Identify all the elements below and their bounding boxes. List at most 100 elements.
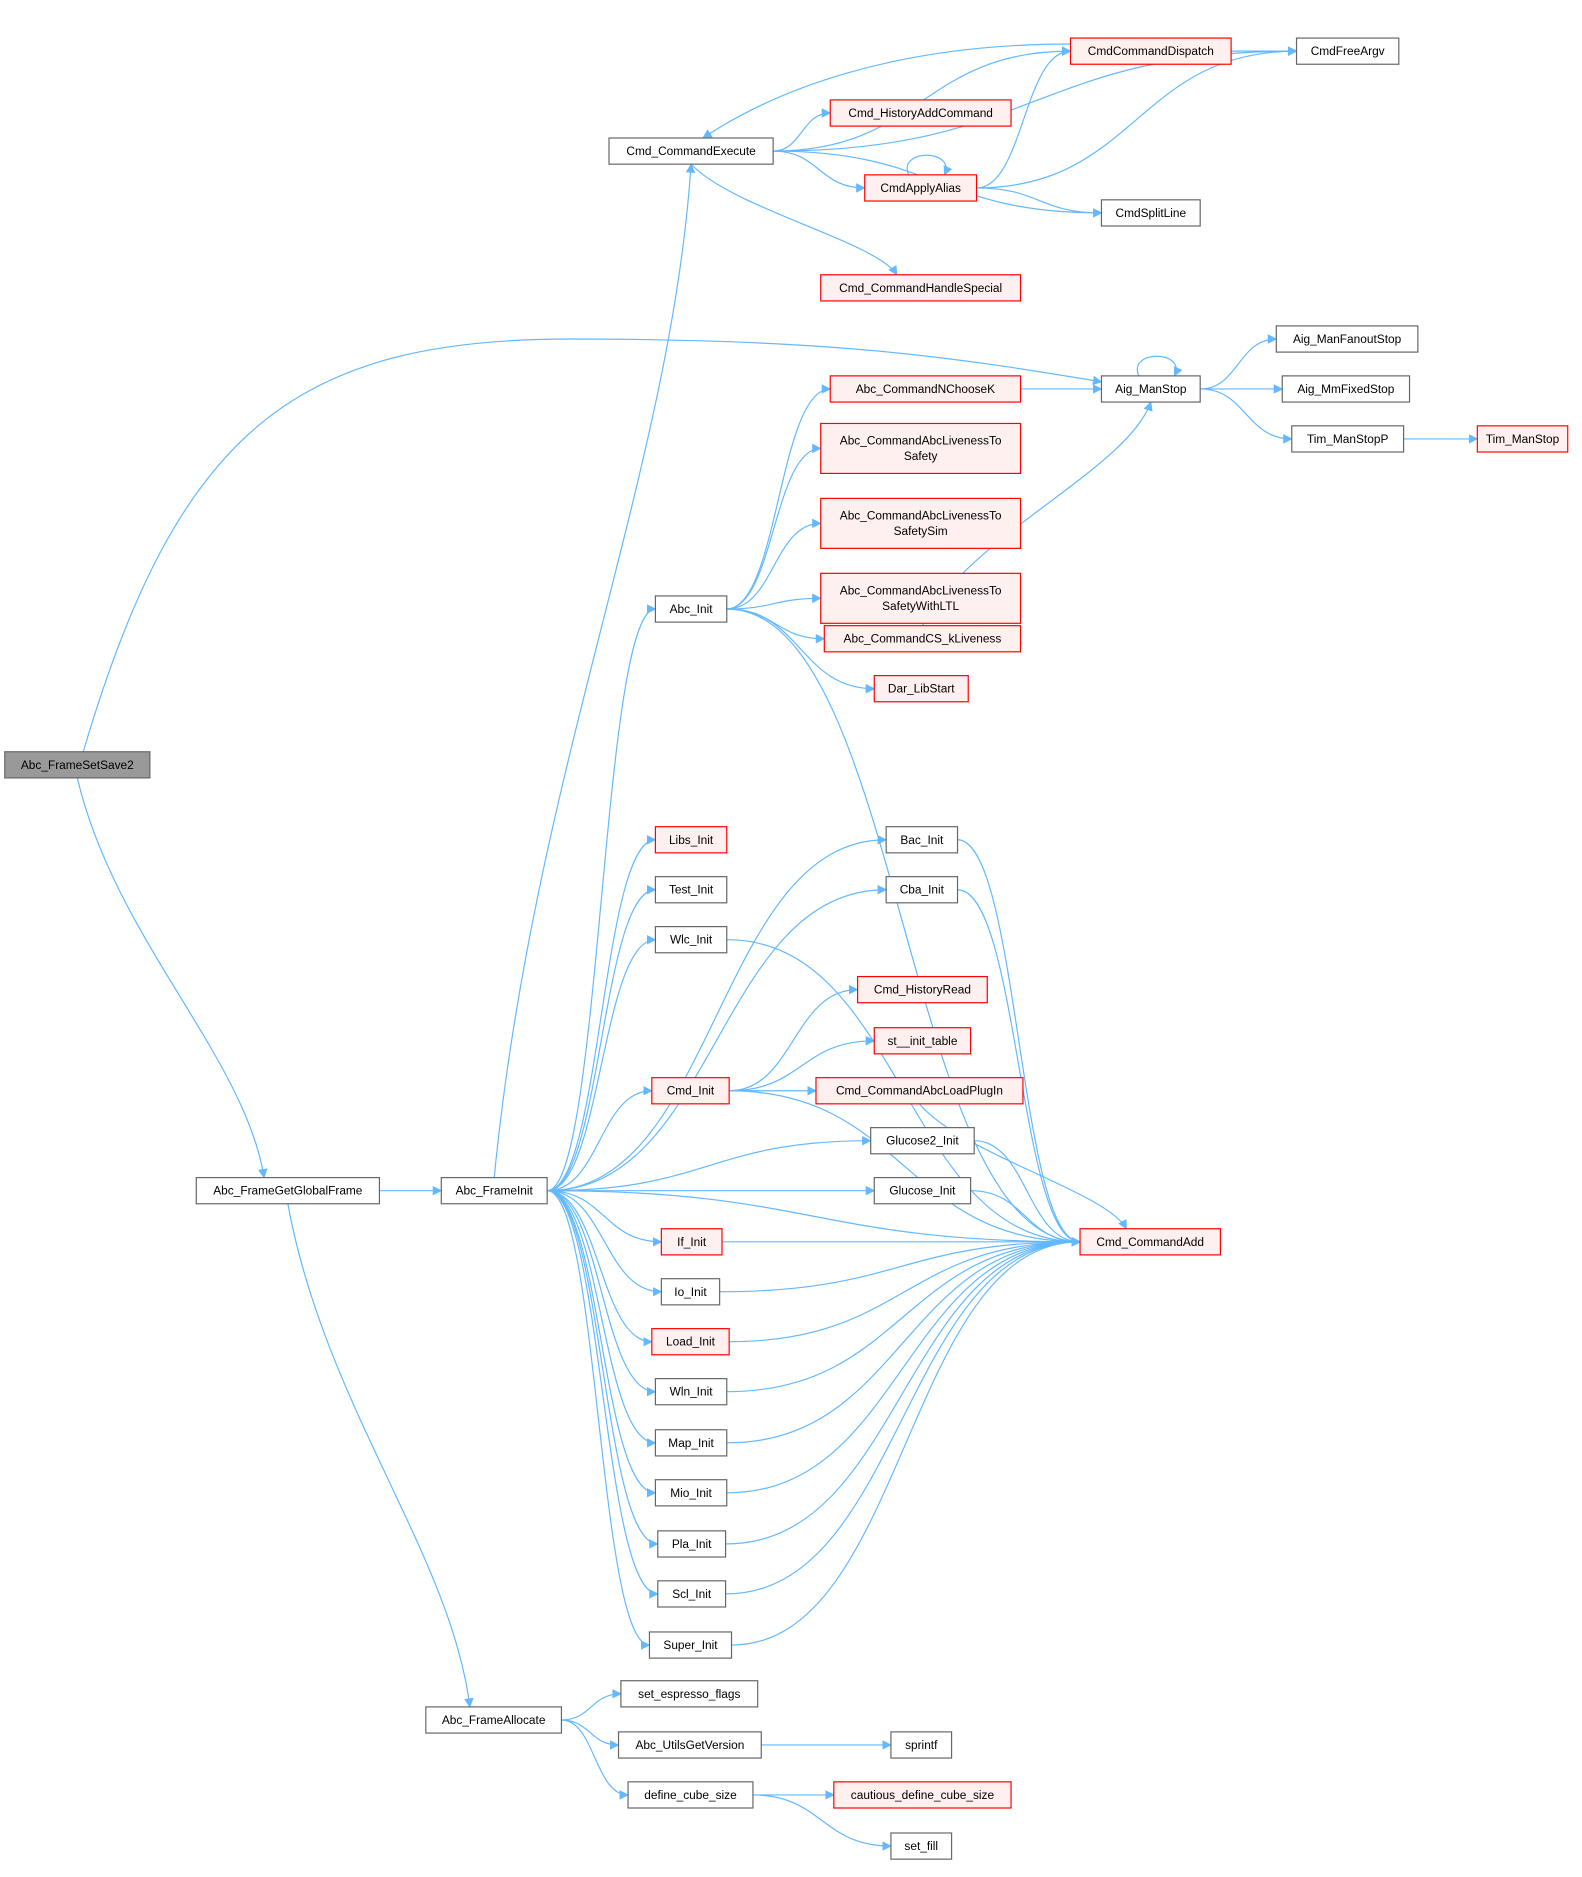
node-load-init[interactable]: Load_Init	[651, 1328, 730, 1356]
node-tim-man-stop[interactable]: Tim_ManStop	[1476, 425, 1569, 453]
edge-cmd-command-execute-to-cmd-command-handle-special	[690, 163, 898, 276]
node-box	[890, 1832, 953, 1860]
edge-cmd-command-dispatch-to-cmd-command-execute	[702, 43, 1071, 139]
node-abc-utils-get-version[interactable]: Abc_UtilsGetVersion	[617, 1731, 762, 1759]
node-box	[425, 1706, 563, 1734]
node-libs-init[interactable]: Libs_Init	[654, 826, 728, 854]
node-pla-init[interactable]: Pla_Init	[657, 1530, 727, 1558]
node-abc-frame-allocate[interactable]: Abc_FrameAllocate	[425, 1706, 563, 1734]
node-glucose-init[interactable]: Glucose_Init	[873, 1176, 972, 1205]
node-label: Dar_LibStart	[888, 682, 955, 696]
node-abc-command-cs-k-liveness[interactable]: Abc_CommandCS_kLiveness	[823, 625, 1022, 653]
node-cba-init[interactable]: Cba_Init	[885, 876, 959, 904]
edge-cmd-command-execute-to-cmd-apply-alias	[773, 150, 866, 193]
node-cmd-apply-alias[interactable]: CmdApplyAlias	[864, 174, 978, 202]
edge-abc-init-to-abc-command-cs-k-liveness	[726, 608, 826, 644]
node-label: Load_Init	[666, 1335, 716, 1349]
node-label: Glucose2_Init	[886, 1134, 959, 1148]
edge-abc-init-to-dar-lib-start	[726, 608, 876, 694]
node-label: SafetySim	[894, 524, 948, 538]
node-cmd-split-line[interactable]: CmdSplitLine	[1100, 199, 1201, 227]
node-if-init[interactable]: If_Init	[660, 1228, 723, 1256]
node-bac-init[interactable]: Bac_Init	[885, 826, 959, 854]
edge-abc-frame-init-to-cmd-command-execute	[493, 163, 696, 1178]
node-cmd-command-dispatch[interactable]: CmdCommandDispatch	[1069, 37, 1232, 65]
edge-abc-init-to-abc-command-nchoose-k	[726, 384, 832, 610]
edge-abc-frame-init-to-test-init	[547, 885, 657, 1192]
node-aig-mm-fixed-stop[interactable]: Aig_MmFixedStop	[1281, 375, 1411, 403]
node-box	[885, 826, 959, 854]
node-sprintf[interactable]: sprintf	[890, 1731, 953, 1759]
node-box	[440, 1176, 548, 1205]
edge-bac-init-to-cmd-command-add	[957, 839, 1081, 1247]
node-label: Super_Init	[663, 1638, 718, 1652]
node-label: Scl_Init	[672, 1587, 712, 1601]
node-box	[660, 1278, 721, 1306]
node-label: CmdApplyAlias	[880, 181, 961, 195]
node-label: Abc_CommandCS_kLiveness	[844, 632, 1002, 646]
node-st-init-table[interactable]: st__init_table	[873, 1027, 972, 1055]
node-box	[654, 926, 728, 954]
edge-abc-frame-init-to-glucose2-init	[547, 1135, 872, 1192]
node-box	[864, 174, 978, 202]
node-aig-man-fanout-stop[interactable]: Aig_ManFanoutStop	[1275, 325, 1419, 353]
node-label: Map_Init	[668, 1436, 714, 1450]
node-glucose2-init[interactable]: Glucose2_Init	[870, 1127, 975, 1155]
node-cmd-init[interactable]: Cmd_Init	[651, 1077, 730, 1105]
node-mio-init[interactable]: Mio_Init	[654, 1479, 728, 1507]
node-tim-man-stop-p[interactable]: Tim_ManStopP	[1291, 425, 1405, 453]
edge-abc-frame-init-to-if-init	[547, 1190, 663, 1247]
node-cmd-command-handle-special[interactable]: Cmd_CommandHandleSpecial	[820, 274, 1022, 302]
node-label: cautious_define_cube_size	[851, 1788, 995, 1802]
node-box	[873, 1027, 972, 1055]
node-aig-man-stop[interactable]: Aig_ManStop	[1100, 375, 1201, 403]
edge-cmd-apply-alias-to-cmd-apply-alias	[906, 154, 953, 176]
node-dar-lib-start[interactable]: Dar_LibStart	[873, 675, 969, 703]
node-label: Aig_MmFixedStop	[1297, 382, 1394, 396]
edge-aig-man-stop-to-aig-man-stop	[1136, 355, 1183, 377]
node-abc-frame-init[interactable]: Abc_FrameInit	[440, 1176, 548, 1205]
node-abc-command-nchoose-k[interactable]: Abc_CommandNChooseK	[829, 375, 1022, 403]
node-cautious-define-cube-size[interactable]: cautious_define_cube_size	[833, 1781, 1012, 1809]
node-cmd-command-add[interactable]: Cmd_CommandAdd	[1079, 1228, 1221, 1256]
node-box	[195, 1176, 381, 1205]
node-io-init[interactable]: Io_Init	[660, 1278, 721, 1306]
node-box	[833, 1781, 1012, 1809]
node-cmd-free-argv[interactable]: CmdFreeArgv	[1295, 37, 1400, 65]
edge-abc-frame-set-save2-to-abc-frame-get-global-frame	[76, 777, 268, 1179]
node-scl-init[interactable]: Scl_Init	[657, 1580, 727, 1608]
node-define-cube-size[interactable]: define_cube_size	[627, 1781, 754, 1809]
edge-abc-frame-allocate-to-abc-utils-get-version	[561, 1719, 620, 1750]
node-label: Abc_Init	[670, 602, 714, 616]
node-label: Mio_Init	[670, 1486, 712, 1500]
node-label: Cba_Init	[900, 883, 945, 897]
edge-abc-frame-init-to-bac-init	[547, 835, 888, 1192]
node-cmd-history-read[interactable]: Cmd_HistoryRead	[857, 975, 988, 1004]
node-label: Tim_ManStop	[1486, 432, 1560, 446]
edge-glucose-init-to-cmd-command-add	[970, 1190, 1081, 1247]
node-super-init[interactable]: Super_Init	[648, 1631, 733, 1659]
node-wlc-init[interactable]: Wlc_Init	[654, 926, 728, 954]
node-set-fill[interactable]: set_fill	[890, 1832, 953, 1860]
nodes-layer: CmdFreeArgv CmdCommandDispatchCmd_History…	[4, 37, 1569, 1860]
node-abc-init[interactable]: Abc_Init	[654, 595, 728, 623]
node-box	[857, 975, 988, 1004]
node-wln-init[interactable]: Wln_Init	[654, 1378, 728, 1406]
node-cmd-command-execute[interactable]: Cmd_CommandExecute	[608, 137, 774, 165]
edge-abc-frame-init-to-wln-init	[547, 1190, 657, 1397]
node-cmd-command-abc-load-plug-in[interactable]: Cmd_CommandAbcLoadPlugIn	[815, 1077, 1024, 1105]
node-test-init[interactable]: Test_Init	[654, 876, 728, 904]
node-set-espresso-flags[interactable]: set_espresso_flags	[620, 1680, 759, 1708]
node-label: Safety	[904, 449, 938, 463]
node-label: CmdSplitLine	[1116, 206, 1187, 220]
node-label: Test_Init	[669, 883, 714, 897]
node-map-init[interactable]: Map_Init	[654, 1429, 728, 1457]
node-cmd-history-add-command[interactable]: Cmd_HistoryAddCommand	[829, 99, 1012, 127]
edge-pla-init-to-cmd-command-add	[725, 1237, 1081, 1545]
node-abc-frame-get-global-frame[interactable]: Abc_FrameGetGlobalFrame	[195, 1176, 381, 1205]
node-abc-frame-set-save2[interactable]: Abc_FrameSetSave2	[4, 751, 151, 779]
edge-cmd-command-execute-to-cmd-history-add-command	[773, 108, 832, 152]
